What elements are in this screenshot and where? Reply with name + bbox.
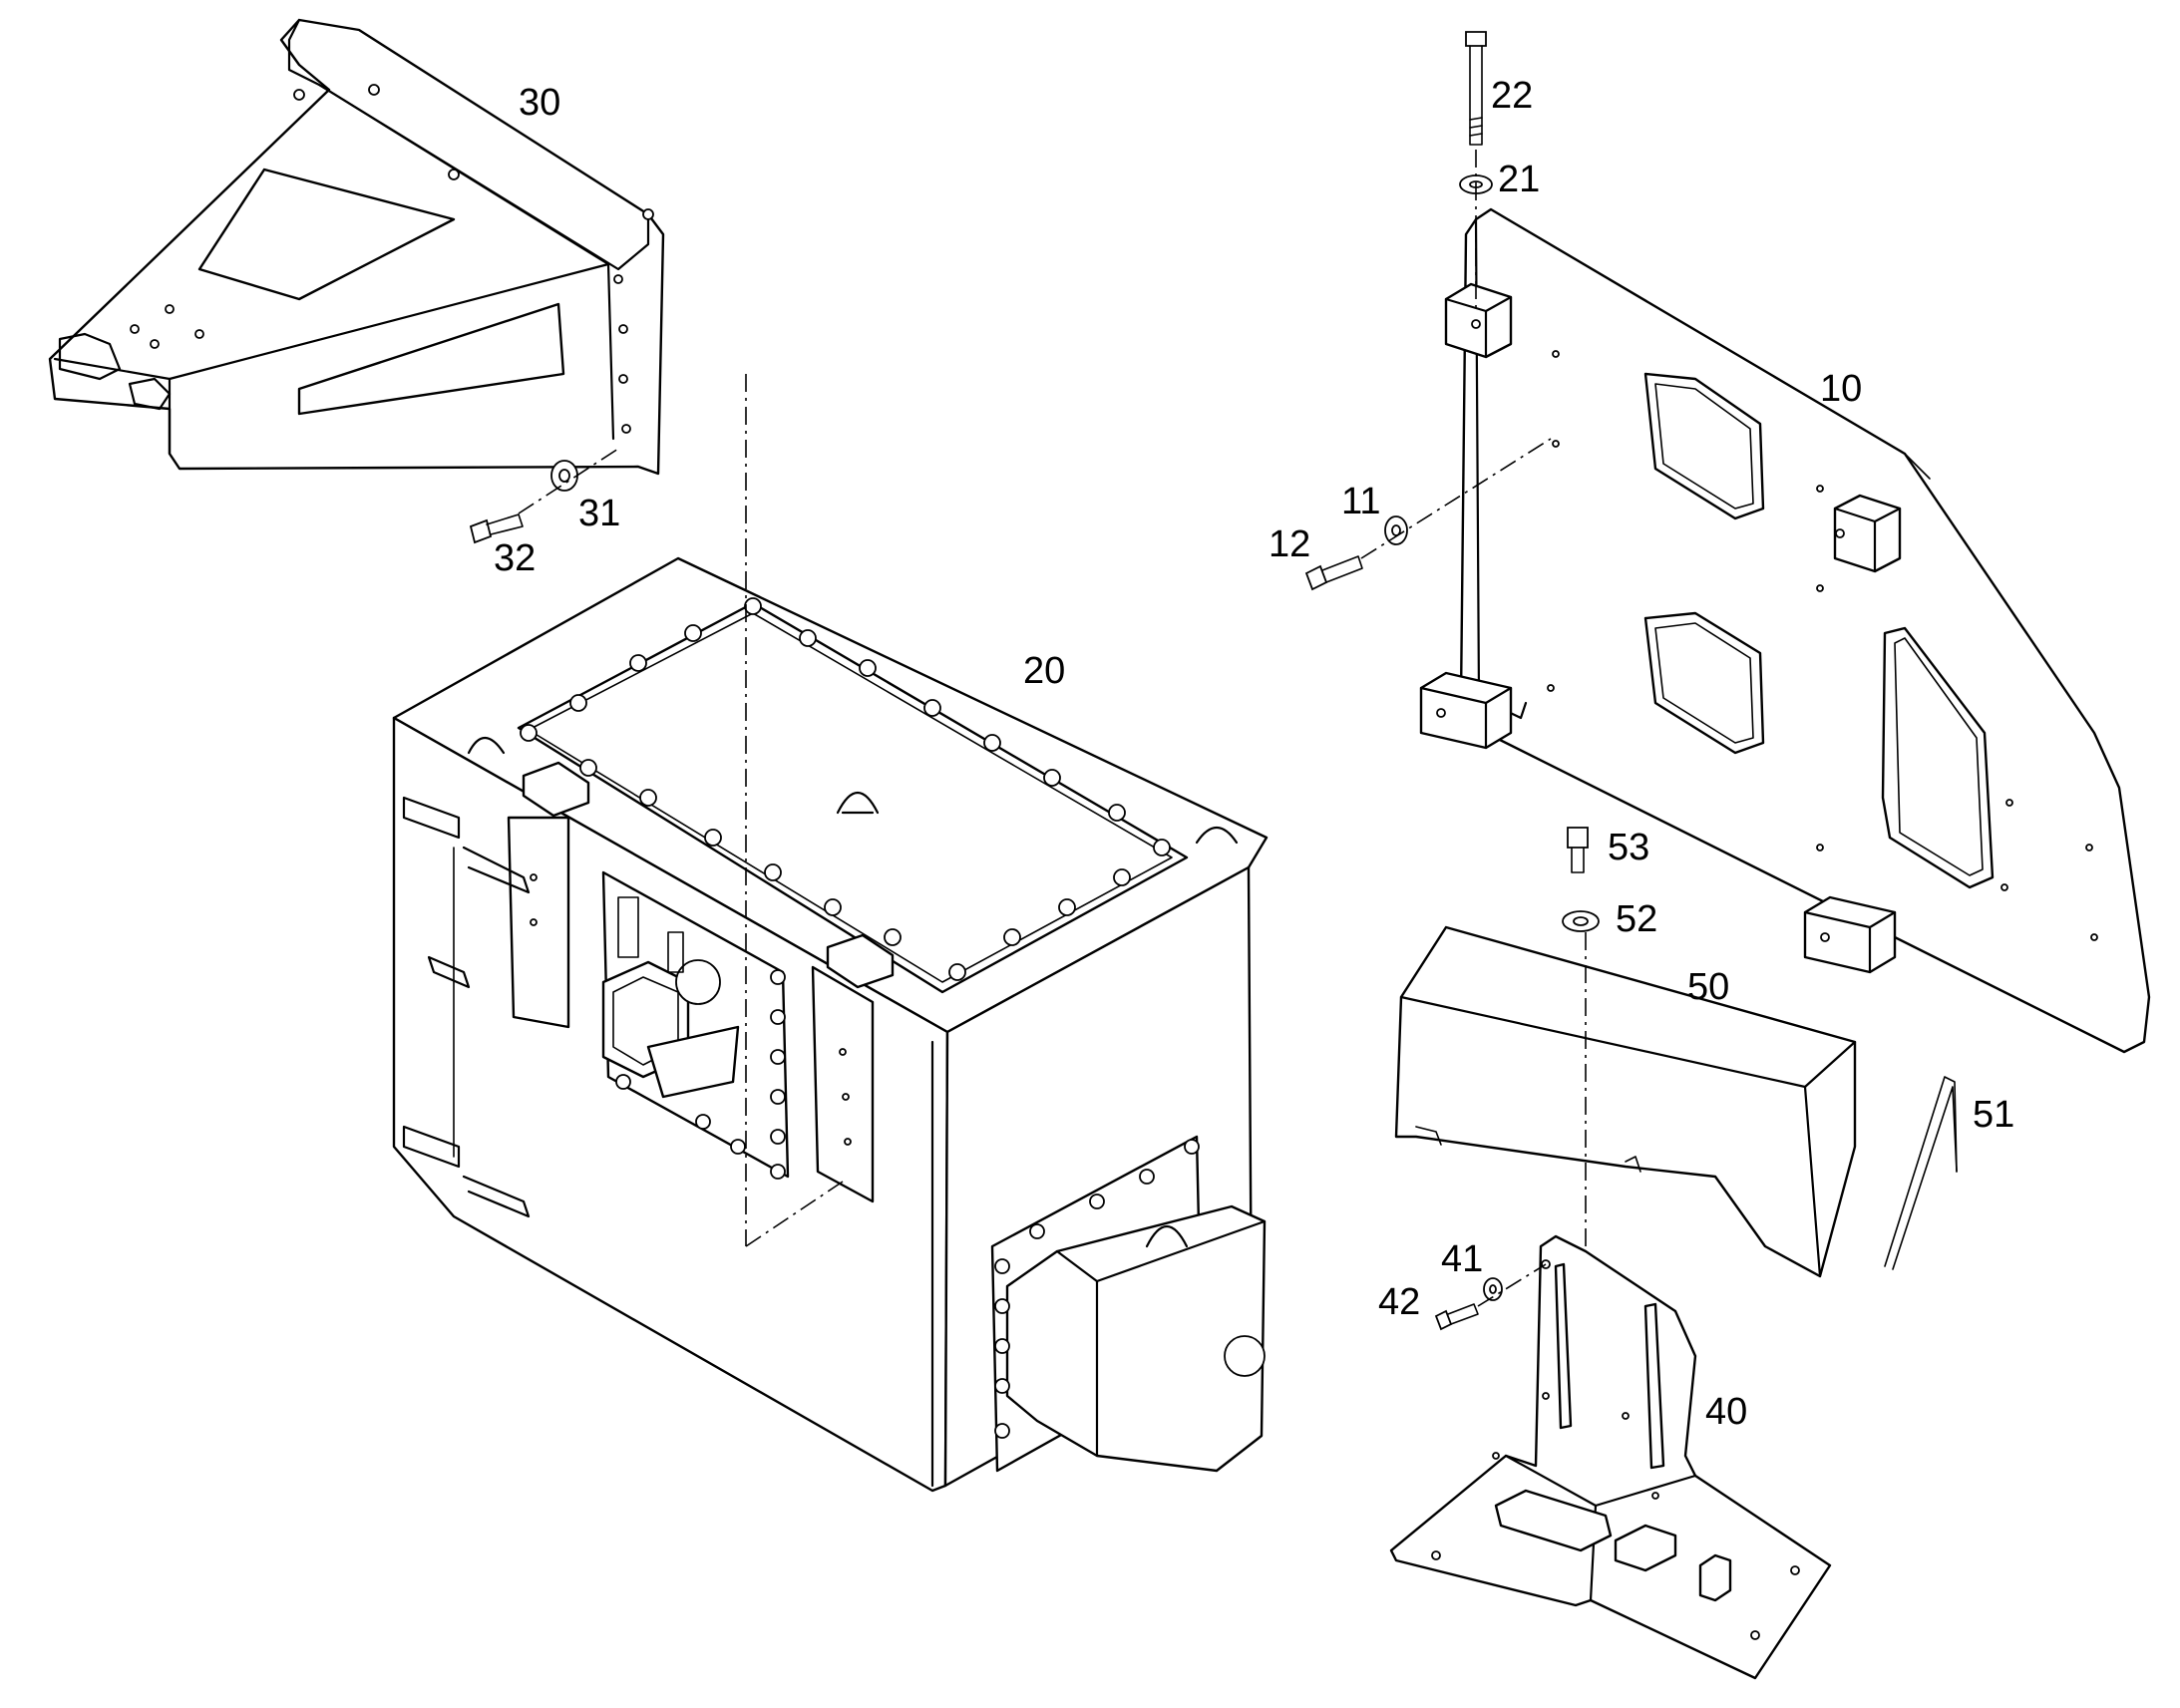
lifting-eye-center (836, 792, 880, 815)
callout-22: 22 (1491, 75, 1533, 117)
mount-rail-left (507, 816, 570, 1029)
callout-11: 11 (1341, 481, 1380, 522)
callout-53: 53 (1608, 827, 1649, 868)
part-52-washer (1562, 910, 1600, 932)
callout-labels: 30 31 32 20 22 21 10 11 12 53 52 50 51 4… (494, 75, 2014, 1433)
callout-31: 31 (578, 493, 620, 534)
lid-block-left (522, 761, 590, 818)
lid-bolts (520, 597, 1171, 981)
part-53-bolt (1567, 827, 1589, 873)
part-40-lower-bracket (1389, 1234, 1832, 1680)
part-42-bolt (1434, 1303, 1479, 1331)
bracket-block (1614, 1524, 1677, 1572)
part-51-rod (1884, 1076, 1958, 1270)
callout-10: 10 (1820, 368, 1862, 410)
part-50-cover (1394, 925, 1857, 1278)
part-32-bolt (469, 513, 524, 544)
assembly-line-31-32 (518, 448, 619, 514)
plate-window-upper (1643, 372, 1765, 520)
mount-block-left (1419, 671, 1513, 750)
lid-block-right (826, 933, 895, 989)
assembly-line-20-rail (745, 1181, 844, 1247)
assembly-line-11-12 (1360, 438, 1552, 559)
callout-30: 30 (519, 82, 560, 124)
callout-51: 51 (1973, 1094, 2014, 1136)
bracket-slot (1494, 1489, 1613, 1552)
part-11-washer (1384, 515, 1408, 545)
handle-upper (462, 846, 531, 894)
part-12-bolt (1304, 555, 1363, 591)
part-10-mounting-plate (1419, 207, 2151, 1054)
part-31-washer (550, 460, 578, 492)
plate-window-right (1881, 626, 1995, 889)
valve-assembly (601, 896, 740, 1099)
mount-block-bottom (1803, 895, 1897, 974)
callout-41: 41 (1441, 1238, 1483, 1280)
callout-32: 32 (494, 537, 536, 579)
callout-20: 20 (1023, 650, 1065, 692)
side-clip (427, 955, 471, 989)
handle-lower (462, 1175, 531, 1218)
callout-52: 52 (1616, 898, 1657, 940)
latch-lower (402, 1125, 461, 1169)
callout-21: 21 (1498, 159, 1540, 200)
part-41-washer (1483, 1277, 1503, 1301)
assembly-line-41-42 (1477, 1263, 1547, 1307)
latch-upper (402, 796, 461, 840)
outlet-housing (990, 1135, 1267, 1473)
mount-rail-right (811, 965, 875, 1203)
callout-42: 42 (1378, 1281, 1420, 1323)
callout-40: 40 (1705, 1391, 1747, 1433)
lifting-eye-right (1195, 826, 1239, 845)
callout-50: 50 (1687, 966, 1729, 1008)
lifting-eye-left (467, 736, 506, 755)
bracket-connector (1698, 1553, 1732, 1602)
callout-12: 12 (1269, 523, 1310, 565)
part-20-main-box (392, 556, 1269, 1493)
part-22-long-bolt (1465, 31, 1487, 146)
part-30-support-bracket (48, 18, 665, 476)
